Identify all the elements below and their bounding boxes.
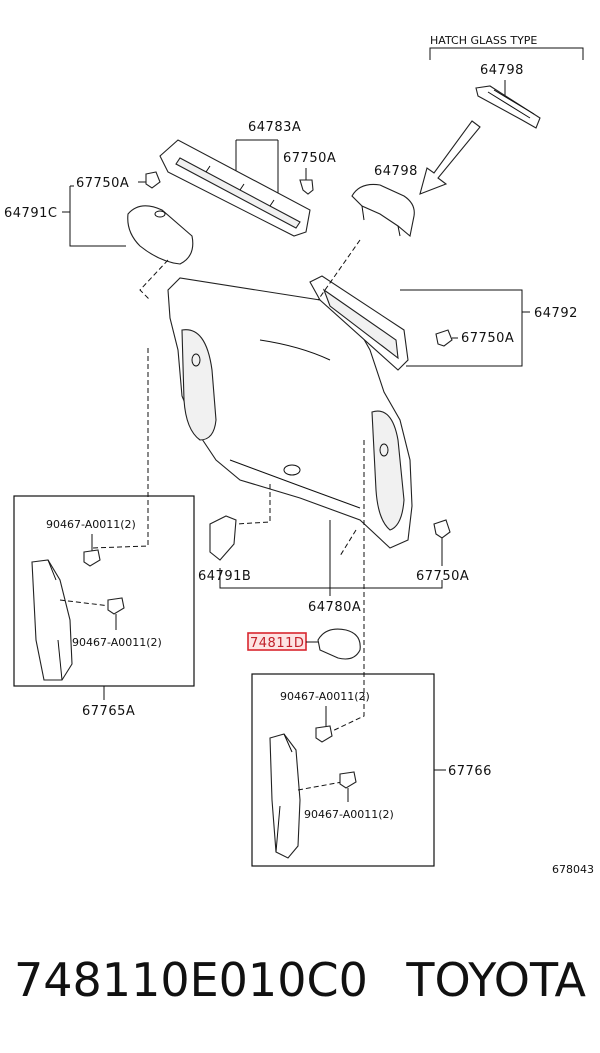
part-64780A-door-trim	[167, 277, 413, 549]
part-67750A-left: 67750A	[76, 171, 161, 191]
inset-67766: 90467-A0011(2) 90467-A0011(2) 67766	[251, 673, 492, 867]
inset-67765A: 90467-A0011(2) 90467-A0011(2) 67765A	[13, 495, 195, 719]
direction-arrow	[419, 120, 481, 195]
label-90467-1: 90467-A0011(2)	[46, 518, 136, 531]
reference-code: 678043	[552, 863, 594, 876]
label-90467-3: 90467-A0011(2)	[280, 690, 370, 703]
part-64798-lower: 64798	[351, 164, 418, 238]
label-90467-2: 90467-A0011(2)	[72, 636, 162, 649]
label-64798-top: 64798	[480, 63, 524, 78]
section-label: HATCH GLASS TYPE	[430, 34, 537, 47]
part-64783A: 64783A	[159, 120, 311, 237]
part-64798-upper: 64798	[475, 63, 541, 129]
label-90467-4: 90467-A0011(2)	[304, 808, 394, 821]
label-67765A: 67765A	[82, 704, 135, 719]
label-74811D: 74811D	[250, 636, 304, 651]
label-64791C: 64791C	[4, 206, 57, 221]
label-67750A-left: 67750A	[76, 176, 129, 191]
hatch-glass-type-section: HATCH GLASS TYPE	[429, 34, 584, 60]
label-67750A-right: 67750A	[461, 331, 514, 346]
label-64792: 64792	[534, 306, 578, 321]
part-64791C: 64791C	[4, 185, 194, 265]
label-67750A-top: 67750A	[283, 151, 336, 166]
label-67750A-bottom: 67750A	[416, 569, 469, 584]
footer-bar: 748110E010C0 TOYOTA	[0, 935, 600, 1025]
label-64780A: 64780A	[308, 600, 361, 615]
leader-lines	[91, 239, 365, 735]
part-64791B: 64791B	[198, 515, 251, 584]
part-number: 748110E010C0	[14, 953, 368, 1007]
part-67750A-bottom: 67750A	[416, 519, 469, 584]
label-64798-mid: 64798	[374, 164, 418, 179]
label-64783A: 64783A	[248, 120, 301, 135]
part-67750A-right: 67750A	[435, 329, 514, 347]
part-74811D: 74811D	[247, 628, 361, 660]
part-64792: 64792	[309, 275, 578, 371]
brand-name: TOYOTA	[406, 953, 586, 1007]
label-64791B: 64791B	[198, 569, 251, 584]
part-67750A-top: 67750A	[283, 151, 336, 195]
label-bracket-64780A: 64780A	[219, 520, 443, 615]
label-67766: 67766	[448, 764, 492, 779]
